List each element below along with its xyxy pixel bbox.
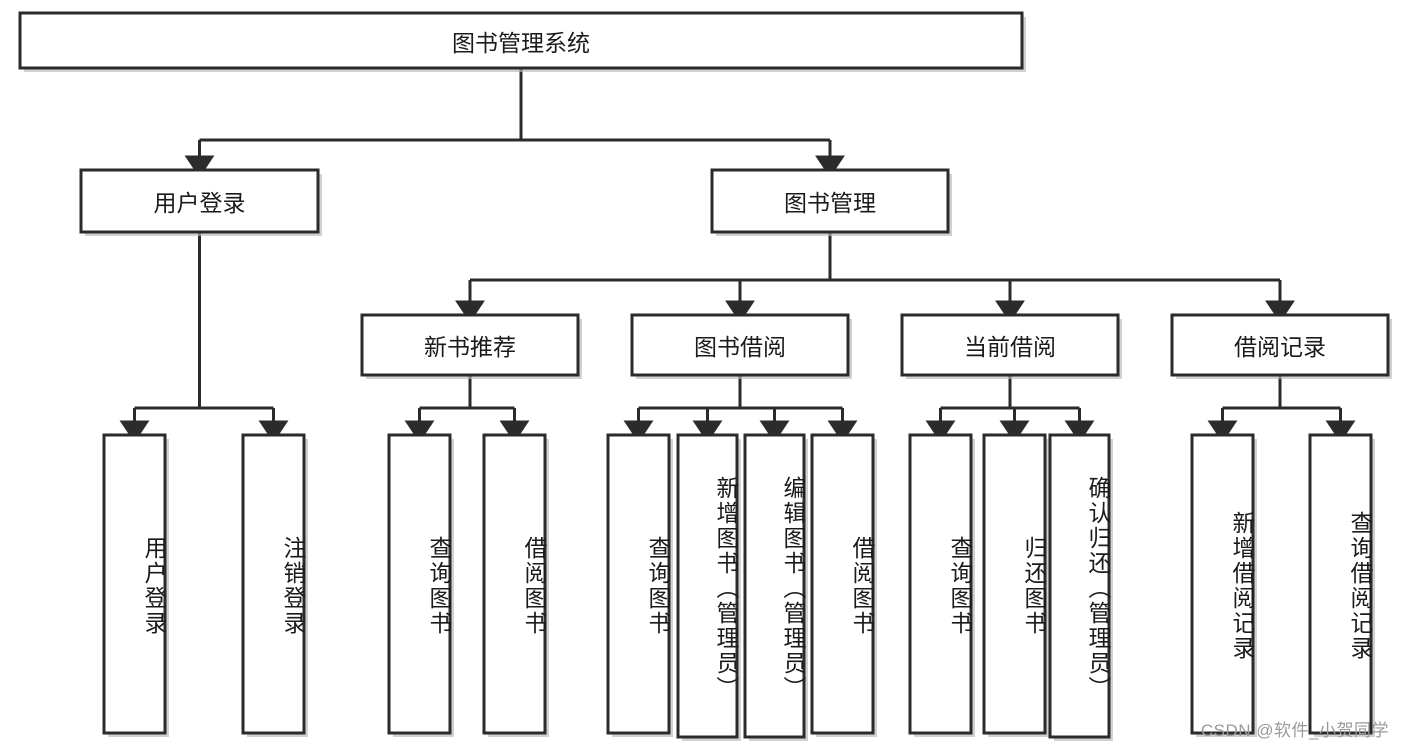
node-leaf-8[interactable]	[908, 433, 973, 735]
watermark-text: CSDN @软件_小贺同学	[1200, 721, 1389, 740]
node-level3-3[interactable]	[1170, 313, 1390, 377]
node-level3-0[interactable]	[360, 313, 580, 377]
node-leaf-7[interactable]	[810, 433, 875, 735]
node-leaf-11[interactable]	[1190, 433, 1255, 735]
node-level2-1[interactable]	[710, 168, 950, 234]
node-leaf-10[interactable]	[1048, 433, 1111, 739]
node-leaf-4[interactable]	[606, 433, 671, 735]
node-leaf-2[interactable]	[387, 433, 452, 735]
node-level3-2[interactable]	[900, 313, 1120, 377]
node-level3-1[interactable]	[630, 313, 850, 377]
node-leaf-3[interactable]	[482, 433, 547, 735]
node-leaf-12[interactable]	[1308, 433, 1373, 735]
node-root[interactable]	[18, 11, 1024, 70]
node-leaf-5[interactable]	[676, 433, 739, 739]
node-leaf-6[interactable]	[743, 433, 806, 739]
node-leaf-1[interactable]	[241, 433, 306, 735]
boxes-layer	[18, 11, 1390, 739]
connectors-layer	[119, 68, 1356, 443]
node-leaf-9[interactable]	[982, 433, 1047, 735]
node-level2-0[interactable]	[79, 168, 320, 234]
node-leaf-0[interactable]	[102, 433, 167, 735]
